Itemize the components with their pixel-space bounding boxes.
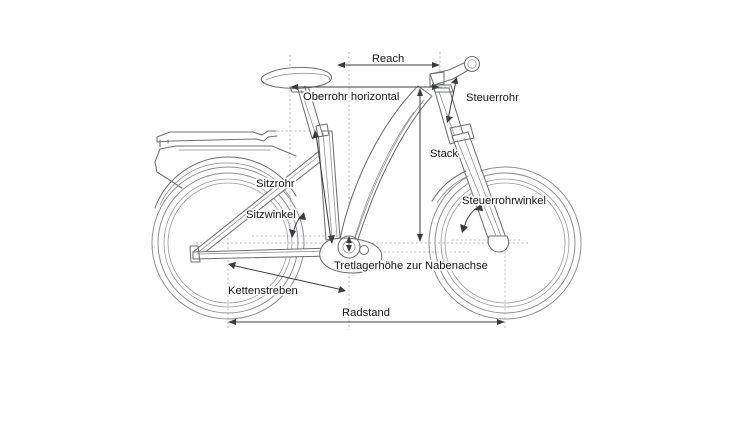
label-seatangle-halo: Sitzwinkel: [246, 209, 296, 221]
dimension-reach: Reach Reach: [337, 51, 440, 68]
dimension-chainstay: Kettenstreben Kettenstreben: [226, 262, 346, 299]
label-headtube-halo: Steuerrohr: [466, 92, 519, 104]
dimension-bb-drop: Tretlagerhöhe zur Nabenachse Tretlagerhö…: [332, 236, 489, 274]
dimension-headtube: Steuerrohr Steuerrohr: [446, 77, 521, 123]
front-wheel: [428, 166, 582, 320]
rear-rack: [154, 130, 297, 189]
label-headangle: Steuerrohrwinkel: [462, 195, 546, 207]
label-reach-halo: Reach: [372, 53, 404, 65]
label-bb-drop-halo: Tretlagerhöhe zur Nabenachse: [334, 260, 488, 272]
stem-handlebar: [429, 55, 481, 87]
label-seatangle: Sitzwinkel: [246, 209, 296, 221]
front-fender: [431, 170, 469, 204]
dimension-seattube: Sitzrohr Sitzrohr: [254, 130, 335, 244]
dimension-headangle: Steuerrohrwinkel Steuerrohrwinkel: [460, 193, 548, 233]
dimension-seatangle: Sitzwinkel Sitzwinkel: [244, 207, 306, 238]
label-headangle-halo: Steuerrohrwinkel: [462, 195, 546, 207]
label-stack: Stack: [430, 148, 458, 160]
label-seattube: Sitzrohr: [256, 178, 295, 190]
saddle: [260, 66, 332, 93]
label-stack-halo: Stack: [430, 148, 458, 160]
label-wheelbase-halo: Radstand: [342, 307, 390, 319]
dimension-stack: Stack Stack: [417, 88, 460, 242]
label-chainstay: Kettenstreben: [228, 285, 298, 297]
dimension-wheelbase: Radstand Radstand: [228, 305, 505, 325]
rear-wheel: [151, 166, 305, 320]
rear-fender: [154, 156, 297, 209]
label-wheelbase: Radstand: [342, 307, 390, 319]
label-reach: Reach: [372, 53, 404, 65]
label-toptube: Oberrohr horizontal: [303, 91, 399, 103]
label-headtube: Steuerrohr: [466, 92, 519, 104]
label-bb-drop: Tretlagerhöhe zur Nabenachse: [334, 260, 488, 272]
bottom-bracket: [319, 235, 383, 274]
label-seattube-halo: Sitzrohr: [256, 178, 295, 190]
dimension-toptube: Oberrohr horizontal Oberrohr horizontal: [290, 84, 440, 105]
label-chainstay-halo: Kettenstreben: [228, 285, 298, 297]
fork: [449, 123, 510, 253]
label-toptube-halo: Oberrohr horizontal: [303, 91, 399, 103]
